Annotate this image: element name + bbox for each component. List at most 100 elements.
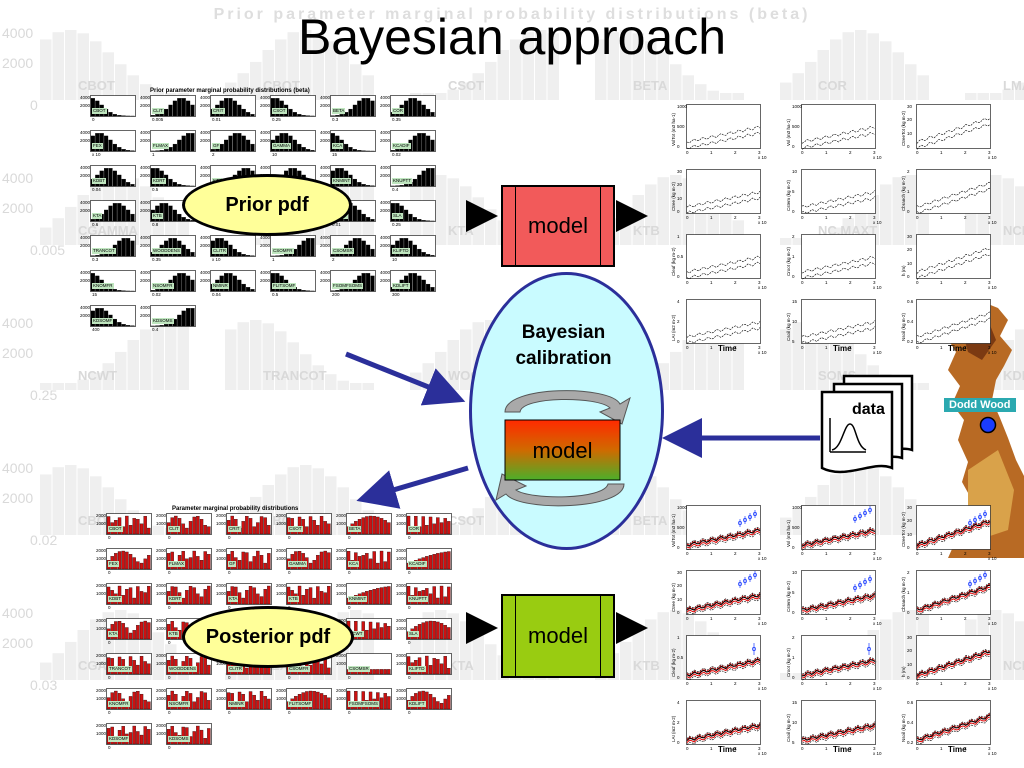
output-series-line bbox=[686, 528, 761, 547]
histogram-bar bbox=[327, 667, 331, 675]
histogram-bar bbox=[230, 515, 234, 535]
histogram-bar bbox=[143, 661, 147, 675]
y-tick-label: 2000 bbox=[140, 103, 151, 108]
y-tick-label: 2 bbox=[792, 234, 795, 239]
x-tick-label: 0 bbox=[228, 570, 231, 575]
param-label: TRANCOT bbox=[92, 248, 116, 254]
y-tick-label: 2000 bbox=[216, 688, 227, 693]
y-tick-label: 1000 bbox=[396, 661, 407, 666]
y-tick-label: 2000 bbox=[260, 243, 271, 248]
y-tick-label: 0 bbox=[907, 610, 910, 615]
histogram-bar bbox=[306, 238, 311, 257]
y-tick-label: 0 bbox=[907, 675, 910, 680]
histogram-bar bbox=[361, 691, 365, 710]
x-tick-label: 0 bbox=[348, 710, 351, 715]
histogram-bar bbox=[443, 698, 447, 710]
y-tick-label: 2000 bbox=[380, 243, 391, 248]
histogram-bar bbox=[319, 551, 324, 570]
histogram-bar bbox=[306, 149, 311, 152]
x-tick-label: 0.01 bbox=[212, 117, 221, 122]
histogram-bar bbox=[426, 108, 431, 117]
watermark-label: CBOT bbox=[78, 513, 115, 528]
param-label: WOODDENS bbox=[168, 666, 197, 672]
histogram-bar bbox=[196, 516, 200, 535]
y-tick-label: 1000 bbox=[216, 591, 227, 596]
x-tick-label: 10 bbox=[272, 152, 278, 157]
x-tick-label: 0 bbox=[348, 570, 351, 575]
y-tick-label: 2000 bbox=[140, 208, 151, 213]
x-tick-label: 1 bbox=[825, 681, 828, 686]
histogram-bar bbox=[174, 515, 178, 535]
histogram-bar bbox=[250, 289, 255, 292]
histogram-bar bbox=[270, 273, 275, 292]
y-tick-label: 4000 bbox=[80, 305, 91, 310]
histogram-bar bbox=[95, 133, 100, 152]
histogram-bar bbox=[387, 696, 391, 710]
y-tick-label: 5 bbox=[792, 339, 795, 344]
y-tick-label: 10 bbox=[677, 195, 683, 201]
histogram-bar bbox=[99, 308, 104, 327]
y-tick-label: 30 bbox=[677, 570, 683, 575]
x-tick-label: 2 bbox=[734, 551, 737, 556]
param-label: COR bbox=[392, 108, 404, 114]
histogram-bar bbox=[132, 518, 136, 535]
histogram-bar bbox=[443, 518, 447, 535]
output-series-line bbox=[686, 591, 761, 609]
histogram-bar bbox=[196, 556, 200, 570]
watermark-tick: 0.03 bbox=[30, 677, 57, 693]
observation-point bbox=[863, 511, 867, 515]
x-tick-label: 0 bbox=[92, 117, 95, 122]
observation-point bbox=[853, 517, 857, 521]
histogram-bar bbox=[203, 692, 207, 710]
observation-point bbox=[753, 512, 757, 516]
histogram-bar bbox=[90, 273, 95, 292]
y-tick-label: 2000 bbox=[140, 278, 151, 283]
histogram-bar bbox=[139, 621, 144, 640]
x-tick-label: 0 bbox=[801, 280, 804, 285]
observation-point bbox=[858, 583, 862, 587]
histogram-bar bbox=[428, 555, 433, 570]
histogram-bar bbox=[117, 115, 122, 117]
x-tick-label: 2 bbox=[734, 746, 737, 751]
x-tick-label: 0 bbox=[288, 710, 291, 715]
y-tick-label: 0.6 bbox=[907, 700, 914, 705]
histogram-bar bbox=[126, 150, 131, 152]
y-tick-label: 30 bbox=[907, 505, 913, 510]
x-tick-label: 0 bbox=[916, 345, 919, 350]
y-tick-label: 1000 bbox=[396, 626, 407, 631]
y-tick-label: 4000 bbox=[260, 130, 271, 135]
y-axis-label: VolTot (m3 ha-1) bbox=[671, 513, 676, 547]
histogram-bar bbox=[104, 209, 109, 222]
param-label: GF bbox=[228, 561, 237, 567]
histogram-bar bbox=[372, 669, 376, 675]
histogram-bar bbox=[99, 254, 104, 257]
x-tick-label: 3 bbox=[873, 215, 876, 220]
histogram-bar bbox=[232, 275, 237, 292]
histogram-bar bbox=[136, 625, 140, 640]
histogram-bar bbox=[228, 244, 233, 257]
histogram-bar bbox=[352, 178, 357, 187]
x-tick-label: 0.35 bbox=[152, 257, 161, 262]
x-tick-label: 2 bbox=[734, 150, 737, 155]
watermark-label: NCFT bbox=[1003, 223, 1024, 238]
histogram-bar bbox=[443, 656, 447, 675]
y-tick-label: 0 bbox=[677, 274, 680, 279]
param-label: CLIT bbox=[152, 108, 164, 114]
histogram-bar bbox=[185, 558, 189, 570]
output-series-line bbox=[801, 126, 876, 144]
x-tick-label: 3 bbox=[758, 551, 761, 556]
histogram-bar bbox=[143, 620, 147, 640]
histogram-bar bbox=[395, 203, 400, 222]
histogram-bar bbox=[301, 595, 305, 605]
y-tick-label: 0 bbox=[907, 144, 910, 149]
histogram-bar bbox=[286, 586, 291, 605]
